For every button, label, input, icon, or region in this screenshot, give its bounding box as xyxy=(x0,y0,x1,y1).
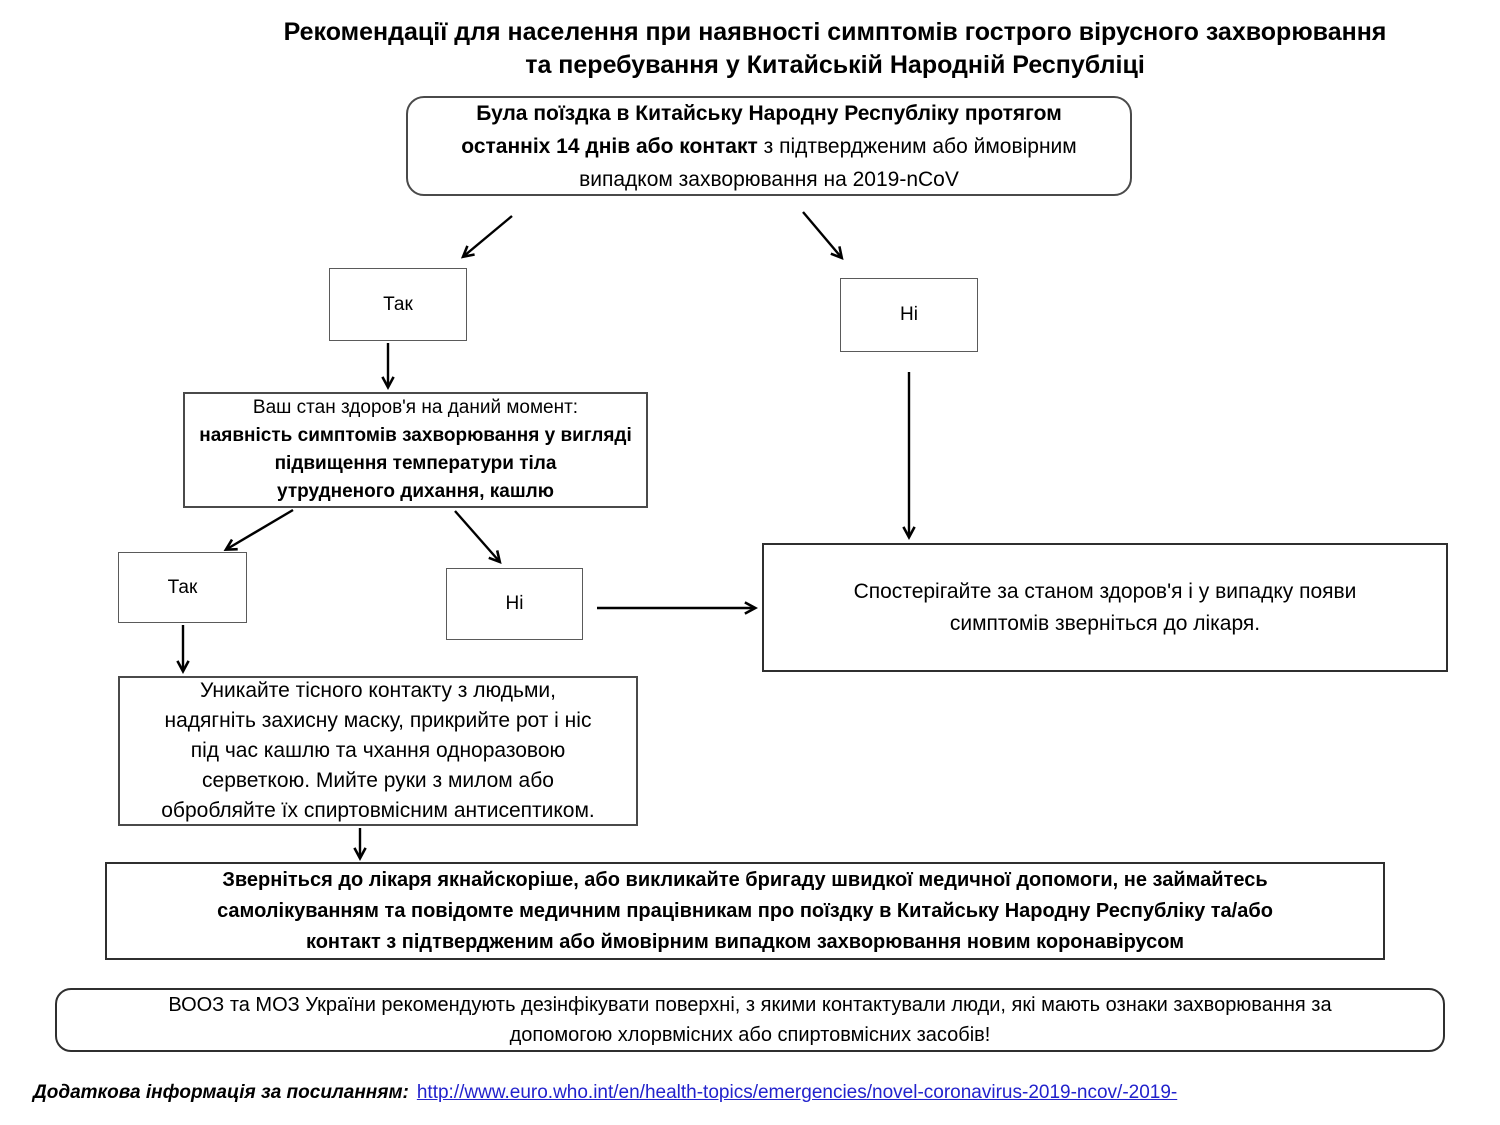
node-start-text: Була поїздка в Китайську Народну Республ… xyxy=(461,101,1077,191)
node-who-recommendation: ВООЗ та МОЗ України рекомендують дезінфі… xyxy=(55,988,1445,1052)
node-avoid-contact-text: Уникайте тісного контакту з людьми, надя… xyxy=(161,679,595,822)
node-see-doctor: Зверніться до лікаря якнайскоріше, або в… xyxy=(105,862,1385,960)
node-no-1-label: Ні xyxy=(900,304,918,325)
footer-label: Додаткова інформація за посиланням: xyxy=(33,1082,409,1103)
node-health-state-symptoms: наявність симптомів захворювання у вигля… xyxy=(199,425,632,502)
node-yes-1-label: Так xyxy=(383,293,413,315)
node-yes-1: Так xyxy=(329,268,467,341)
node-observe: Спостерігайте за станом здоров'я і у вип… xyxy=(762,543,1448,672)
node-who-recommendation-text: ВООЗ та МОЗ України рекомендують дезінфі… xyxy=(168,994,1332,1046)
node-no-2: Ні xyxy=(446,568,583,640)
page-title: Рекомендації для населення при наявності… xyxy=(283,18,1387,79)
node-yes-2: Так xyxy=(118,552,247,623)
node-observe-text: Спостерігайте за станом здоров'я і у вип… xyxy=(853,579,1357,635)
node-health-state-question: Ваш стан здоров'я на даний момент: xyxy=(252,397,579,418)
node-see-doctor-text: Зверніться до лікаря якнайскоріше, або в… xyxy=(217,868,1273,953)
node-health-state: Ваш стан здоров'я на даний момент: наявн… xyxy=(183,392,648,508)
node-no-2-label: Ні xyxy=(505,593,524,614)
node-yes-2-label: Так xyxy=(167,576,198,598)
footer: Додаткова інформація за посиланням: http:… xyxy=(33,1082,1177,1104)
node-no-1: Ні xyxy=(840,278,978,352)
node-start: Була поїздка в Китайську Народну Республ… xyxy=(406,96,1132,196)
footer-link[interactable]: http://www.euro.who.int/en/health-topics… xyxy=(416,1082,1178,1103)
node-avoid-contact: Уникайте тісного контакту з людьми, надя… xyxy=(118,676,638,826)
